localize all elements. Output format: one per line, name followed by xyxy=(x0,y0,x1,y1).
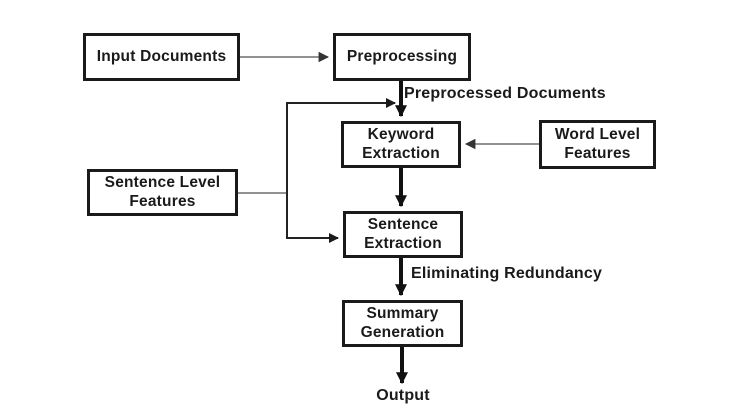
node-keyword-extraction-label: Keyword Extraction xyxy=(362,125,440,162)
node-sentence-extraction: Sentence Extraction xyxy=(343,211,463,258)
edge-label-eliminating-redundancy: Eliminating Redundancy xyxy=(411,265,603,282)
edge-label-preprocessed-documents: Preprocessed Documents xyxy=(404,85,606,102)
edge-label-output: Output xyxy=(376,387,430,404)
node-word-level-features-label: Word Level Features xyxy=(554,125,641,162)
node-word-level-features: Word Level Features xyxy=(539,120,656,169)
node-preprocessing: Preprocessing xyxy=(333,33,471,81)
node-summary-generation-label: Summary Generation xyxy=(360,304,445,341)
node-sentence-level-features: Sentence Level Features xyxy=(87,169,238,216)
node-summary-generation: Summary Generation xyxy=(342,300,463,347)
node-input-documents: Input Documents xyxy=(83,33,240,81)
node-keyword-extraction: Keyword Extraction xyxy=(341,121,461,168)
node-preprocessing-label: Preprocessing xyxy=(346,47,458,65)
node-sentence-extraction-label: Sentence Extraction xyxy=(364,215,442,252)
node-sentence-level-features-label: Sentence Level Features xyxy=(104,173,221,210)
node-input-documents-label: Input Documents xyxy=(96,47,227,65)
